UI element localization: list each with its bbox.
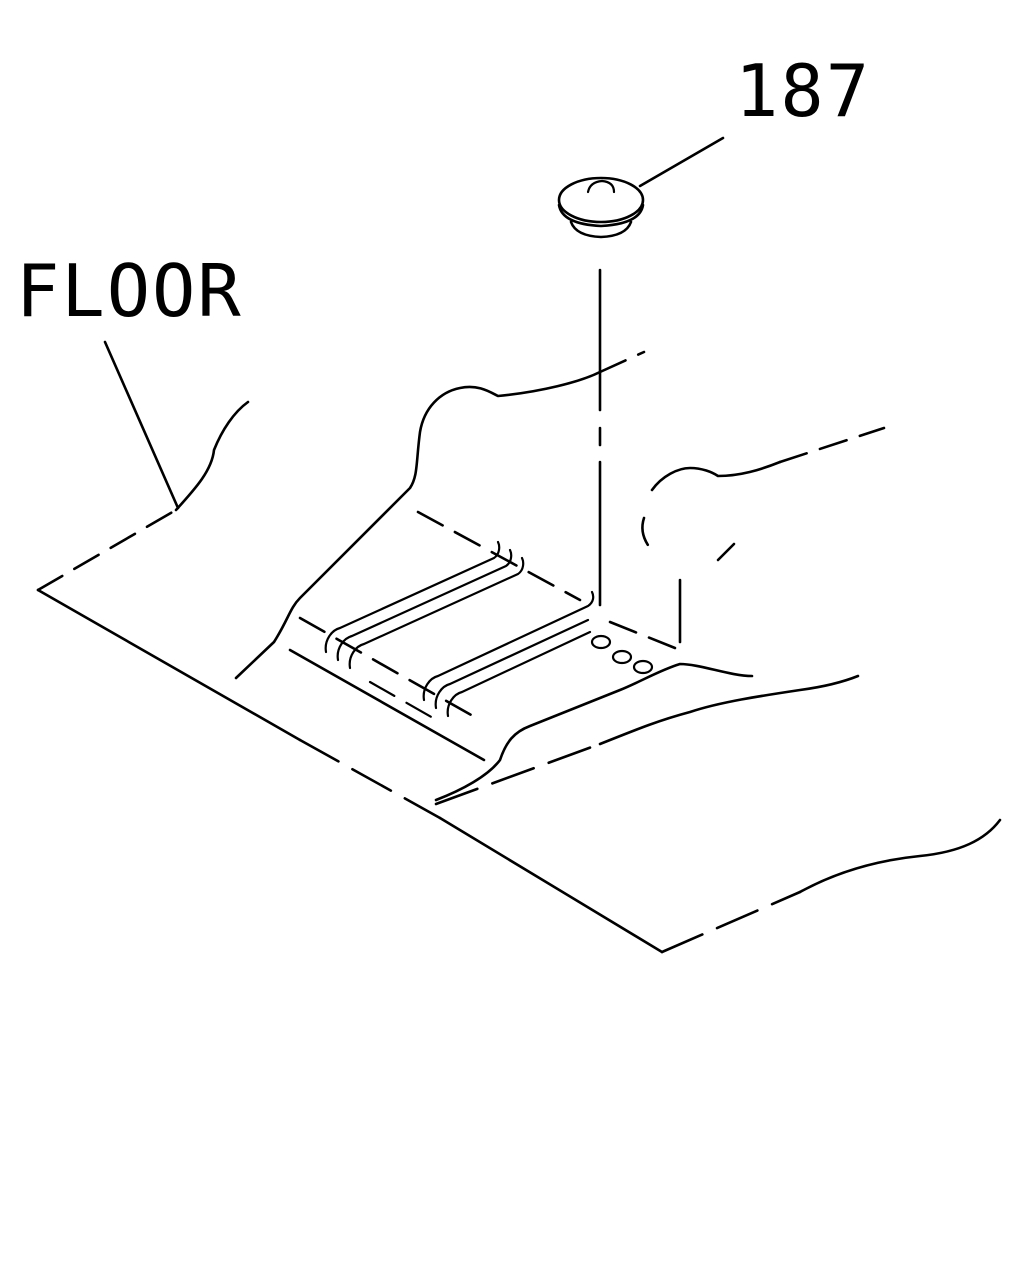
floor-ribs: [324, 540, 595, 724]
floor-label: FLOOR: [16, 249, 243, 333]
part-number-label-187: 187: [735, 49, 871, 133]
floor-tunnel: [234, 350, 886, 806]
mounting-holes: [590, 634, 654, 675]
leader-line-187: [638, 136, 725, 188]
grommet-hole: [590, 634, 612, 650]
leader-line-floor: [103, 340, 180, 510]
mounting-hole: [611, 649, 633, 665]
mounting-hole: [632, 659, 654, 675]
floor-panel: [36, 400, 1002, 954]
grommet-plug-part-187: [557, 176, 645, 239]
